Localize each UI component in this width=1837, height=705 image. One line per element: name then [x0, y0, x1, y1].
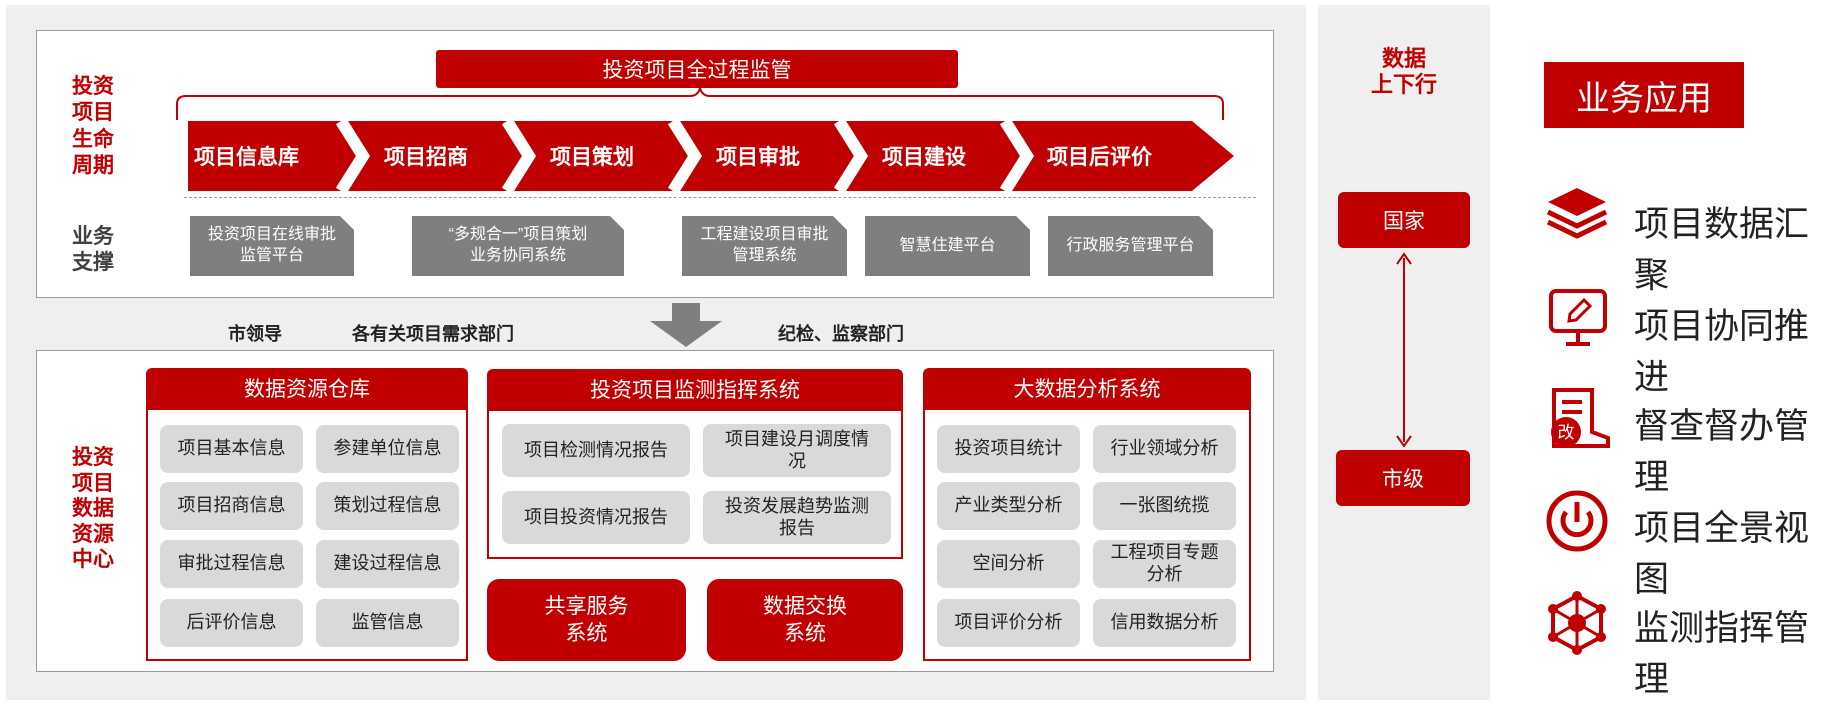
support-platform-4: 智慧住建平台	[865, 216, 1030, 276]
monitor-item: 项目投资情况报告	[502, 491, 690, 544]
app-label-data-aggregation: 项目数据汇聚	[1634, 205, 1810, 295]
stage-bar	[188, 121, 1234, 191]
app-label-panorama: 项目全景视图	[1634, 509, 1810, 599]
warehouse-item: 后评价信息	[160, 599, 303, 647]
svg-text:改: 改	[1558, 423, 1575, 443]
flow-title: 数据 上下行	[1370, 46, 1437, 98]
support-platform-1: 投资项目在线审批 监管平台	[190, 216, 354, 276]
bigdata-item: 工程项目专题 分析	[1093, 540, 1236, 588]
stage-label-6: 项目后评价	[1047, 146, 1152, 169]
bigdata-title: 大数据分析系统	[923, 368, 1251, 408]
stage-label-1: 项目信息库	[194, 146, 299, 169]
brace	[176, 87, 1224, 120]
bigdata-item: 项目评价分析	[937, 599, 1080, 647]
discipline-label: 纪检、监察部门	[778, 324, 904, 344]
data-center-label: 投资 项目 数据 资源 中心	[72, 446, 114, 572]
support-label: 业务 支撑	[72, 225, 114, 275]
dashed-divider	[184, 197, 1256, 198]
support-platform-2: “多规合一”项目策划 业务协同系统	[412, 216, 624, 276]
monitor-item: 投资发展趋势监测 报告	[703, 491, 891, 544]
departments-label: 各有关项目需求部门	[352, 324, 514, 344]
city-level-box: 市级	[1336, 450, 1470, 506]
down-arrow-icon	[650, 303, 722, 347]
bigdata-item: 投资项目统计	[937, 425, 1080, 473]
warehouse-item: 审批过程信息	[160, 540, 303, 588]
stage-label-3: 项目策划	[550, 146, 634, 169]
stage-label-4: 项目审批	[716, 146, 800, 169]
network-icon	[1548, 591, 1606, 655]
warehouse-item: 监管信息	[316, 599, 459, 647]
stage-label-5: 项目建设	[882, 146, 966, 169]
apps-title: 业务应用	[1544, 62, 1744, 128]
power-target-icon	[1546, 490, 1608, 552]
warehouse-item: 建设过程信息	[316, 540, 459, 588]
banner: 投资项目全过程监管	[436, 50, 958, 88]
bigdata-item: 空间分析	[937, 540, 1080, 588]
support-platform-3: 工程建设项目审批 管理系统	[682, 216, 847, 276]
layers-icon	[1546, 188, 1608, 239]
monitor-item: 项目检测情况报告	[502, 424, 690, 477]
warehouse-item: 项目基本信息	[160, 425, 303, 473]
app-label-supervision: 督查督办管理	[1634, 407, 1810, 497]
national-level-box: 国家	[1338, 192, 1470, 248]
data-exchange-system: 数据交换 系统	[707, 579, 903, 661]
bigdata-item: 信用数据分析	[1093, 599, 1236, 647]
city-leader-label: 市领导	[228, 324, 282, 344]
warehouse-item: 参建单位信息	[316, 425, 459, 473]
lifecycle-label: 投资 项目 生命 周期	[72, 75, 114, 177]
warehouse-title: 数据资源仓库	[146, 368, 468, 408]
stage-label-2: 项目招商	[384, 146, 468, 169]
bigdata-item: 行业领域分析	[1093, 425, 1236, 473]
warehouse-item: 策划过程信息	[316, 482, 459, 530]
bigdata-item: 产业类型分析	[937, 482, 1080, 530]
support-platform-5: 行政服务管理平台	[1048, 216, 1213, 276]
edit-screen-icon	[1549, 289, 1607, 346]
bidirectional-arrow-icon	[1396, 252, 1412, 448]
share-service-system: 共享服务 系统	[487, 579, 686, 661]
monitor-item: 项目建设月调度情 况	[703, 424, 891, 477]
app-label-command: 监测指挥管理	[1634, 609, 1810, 699]
app-label-collaboration: 项目协同推进	[1634, 307, 1810, 397]
inspection-icon: 改	[1551, 388, 1610, 448]
bigdata-item: 一张图统揽	[1093, 482, 1236, 530]
warehouse-item: 项目招商信息	[160, 482, 303, 530]
monitor-title: 投资项目监测指挥系统	[487, 369, 903, 409]
